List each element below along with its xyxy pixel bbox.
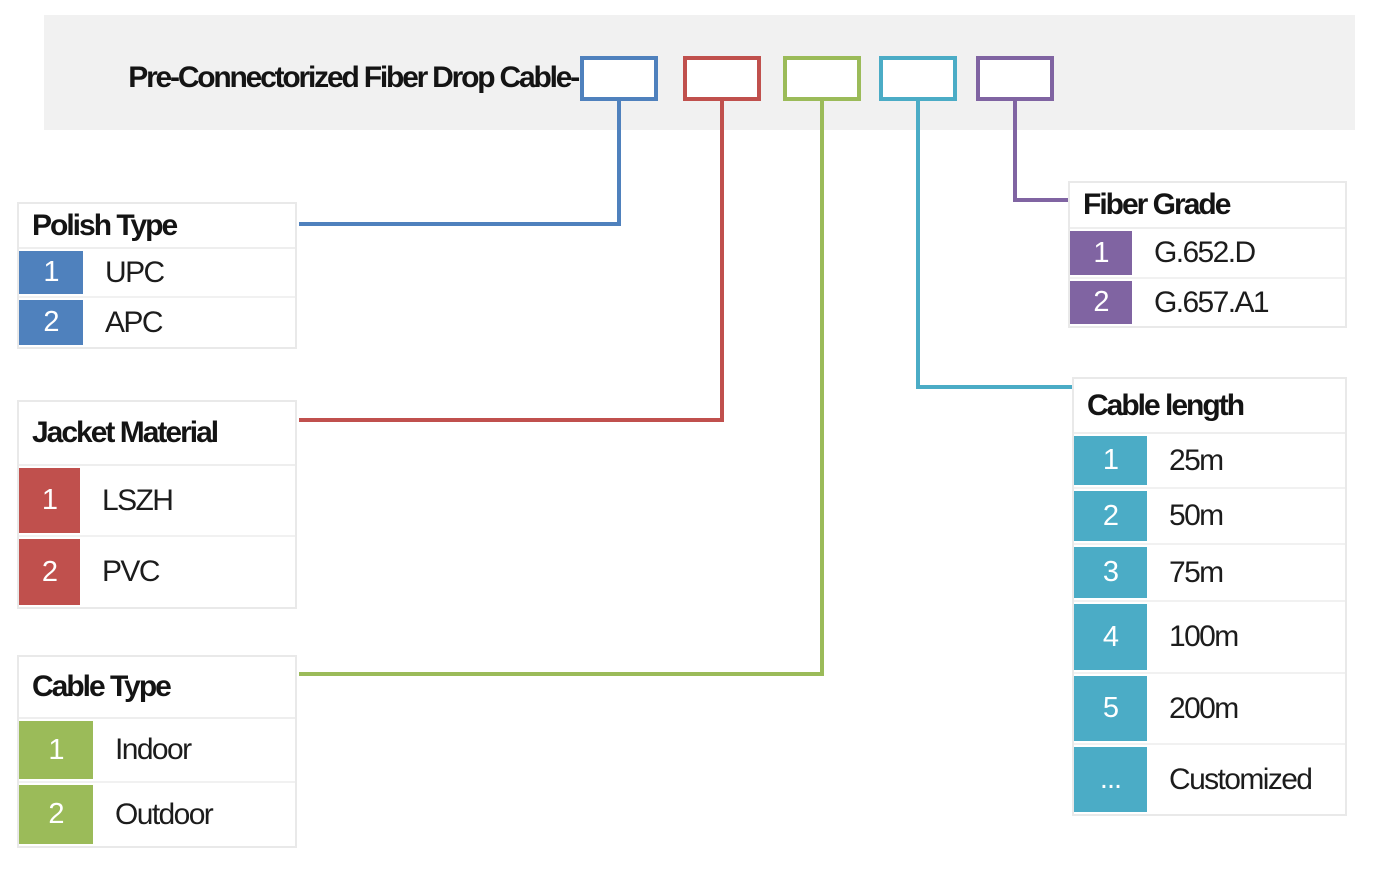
table-row: 2 APC [19, 298, 295, 347]
code-box-polish-type [580, 56, 658, 101]
value-cell: PVC [102, 555, 160, 588]
page-title: Pre-Connectorized Fiber Drop Cable- [128, 60, 580, 94]
table-row: 1 G.652.D [1070, 229, 1345, 279]
connector-cable-length [916, 99, 1074, 389]
value-cell: UPC [105, 255, 165, 289]
code-cell: 2 [19, 300, 83, 345]
value-cell: LSZH [102, 483, 174, 517]
value-cell: G.652.D [1154, 236, 1256, 269]
value-cell: Indoor [115, 733, 192, 766]
code-box-cable-type [783, 56, 861, 101]
code-cell: 3 [1074, 547, 1147, 598]
table-row: 4 100m [1074, 602, 1345, 674]
value-cell: 100m [1169, 620, 1239, 653]
code-cell: 1 [1074, 436, 1147, 485]
code-cell: 2 [19, 539, 80, 605]
code-box-cable-length [879, 56, 957, 101]
table-row: 1 25m [1074, 434, 1345, 489]
connector-jacket-material [299, 99, 724, 422]
code-cell: 1 [1070, 231, 1132, 275]
code-cell: 1 [19, 468, 80, 533]
table-row: 3 75m [1074, 545, 1345, 602]
value-cell: 50m [1169, 499, 1224, 532]
value-cell: Customized [1169, 762, 1313, 796]
table-row: ... Customized [1074, 745, 1345, 814]
table-title: Fiber Grade [1070, 183, 1345, 229]
table-row: 5 200m [1074, 674, 1345, 745]
connector-cable-type [299, 99, 824, 676]
code-cell: 2 [1074, 491, 1147, 541]
code-cell: 2 [19, 785, 93, 844]
table-row: 2 PVC [19, 537, 295, 607]
value-cell: Outdoor [115, 797, 214, 831]
code-box-jacket-material [683, 56, 761, 101]
value-cell: 25m [1169, 443, 1224, 477]
table-cable-length: Cable length 1 25m 2 50m 3 75m 4 100m 5 … [1072, 377, 1347, 816]
table-row: 2 50m [1074, 489, 1345, 545]
table-jacket-material: Jacket Material 1 LSZH 2 PVC [17, 400, 297, 609]
value-cell: 75m [1169, 555, 1224, 589]
table-polish-type: Polish Type 1 UPC 2 APC [17, 202, 297, 349]
table-row: 1 Indoor [19, 719, 295, 783]
value-cell: G.657.A1 [1154, 285, 1270, 319]
code-cell: 1 [19, 251, 83, 294]
table-fiber-grade: Fiber Grade 1 G.652.D 2 G.657.A1 [1068, 181, 1347, 328]
code-cell: ... [1074, 747, 1147, 812]
code-cell: 1 [19, 721, 93, 779]
table-row: 1 LSZH [19, 466, 295, 537]
value-cell: APC [105, 305, 163, 339]
code-cell: 4 [1074, 604, 1147, 670]
table-title: Cable length [1074, 379, 1345, 434]
table-row: 1 UPC [19, 249, 295, 298]
table-title: Polish Type [19, 204, 295, 249]
value-cell: 200m [1169, 691, 1239, 725]
table-title: Jacket Material [19, 402, 295, 466]
code-cell: 2 [1070, 281, 1132, 324]
table-title: Cable Type [19, 657, 295, 719]
table-row: 2 Outdoor [19, 783, 295, 846]
table-row: 2 G.657.A1 [1070, 279, 1345, 326]
table-cable-type: Cable Type 1 Indoor 2 Outdoor [17, 655, 297, 848]
code-cell: 5 [1074, 676, 1147, 741]
code-box-fiber-grade [976, 56, 1054, 101]
